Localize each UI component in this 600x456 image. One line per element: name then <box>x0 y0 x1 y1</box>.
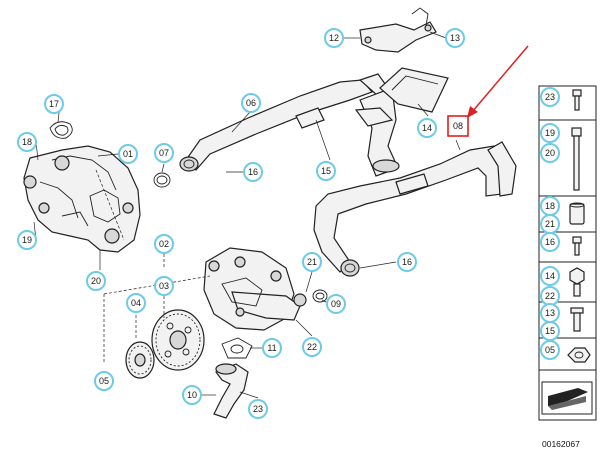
plate-14-part <box>379 67 449 113</box>
callout-21[interactable]: 21 <box>302 252 322 272</box>
callout-12[interactable]: 12 <box>324 28 344 48</box>
gasket-11-part <box>221 337 253 359</box>
pipe-08-part <box>313 141 517 273</box>
highlight-label-text: 08 <box>453 121 463 131</box>
callout-17-label: 17 <box>49 99 59 109</box>
callout-12-label: 12 <box>329 33 339 43</box>
callout-16-lower[interactable]: 16 <box>397 252 417 272</box>
callout-03[interactable]: 03 <box>154 276 174 296</box>
callout-20[interactable]: 20 <box>86 271 106 291</box>
direction-arrow-icon <box>541 381 593 415</box>
flange-bolt-icon <box>570 307 584 332</box>
callout-14[interactable]: 14 <box>417 118 437 138</box>
callout-01-label: 01 <box>123 149 133 159</box>
callout-16-lower-label: 16 <box>402 257 412 267</box>
hex-nut-icon <box>567 347 591 363</box>
panel-item-18-21[interactable]: 18 21 <box>540 196 585 234</box>
callout-19[interactable]: 19 <box>17 230 37 250</box>
panel-item-23-label: 23 <box>545 92 555 102</box>
callout-11-label: 11 <box>267 343 276 353</box>
callout-17[interactable]: 17 <box>44 94 64 114</box>
o-ring-09-part <box>312 289 328 303</box>
callout-10-label: 10 <box>187 390 197 400</box>
panel-item-05[interactable]: 05 <box>540 340 591 363</box>
panel-item-18-label: 18 <box>545 201 555 211</box>
callout-01[interactable]: 01 <box>118 144 138 164</box>
callout-09-label: 09 <box>331 299 341 309</box>
callouts: 17 18 01 19 20 06 07 16 15 12 13 14 02 0… <box>17 28 465 419</box>
oil-strainer-part <box>354 87 400 177</box>
panel-item-16[interactable]: 16 <box>540 232 582 256</box>
bolt-long-icon <box>571 127 582 191</box>
callout-15[interactable]: 15 <box>316 161 336 181</box>
hardware-panel: 23 19 20 18 21 <box>538 85 597 421</box>
callout-03-label: 03 <box>159 281 169 291</box>
screw-icon <box>572 236 582 256</box>
pipe-06-part <box>179 73 389 172</box>
o-ring-07-part <box>153 172 171 188</box>
callout-06-label: 06 <box>246 98 256 108</box>
callout-20-label: 20 <box>91 276 101 286</box>
callout-07[interactable]: 07 <box>154 143 174 163</box>
callout-05[interactable]: 05 <box>94 371 114 391</box>
gear-03-part <box>151 309 205 371</box>
callout-22-label: 22 <box>307 342 317 352</box>
callout-16-upper-label: 16 <box>248 167 258 177</box>
panel-item-19-label: 19 <box>545 128 555 138</box>
callout-19-label: 19 <box>22 235 32 245</box>
callout-13[interactable]: 13 <box>445 28 465 48</box>
panel-item-19-20[interactable]: 19 20 <box>540 123 582 191</box>
oil-pump-part <box>203 247 307 331</box>
callout-23[interactable]: 23 <box>248 399 268 419</box>
panel-item-15-label: 15 <box>545 326 555 336</box>
panel-item-20-label: 20 <box>545 148 555 158</box>
callout-06[interactable]: 06 <box>241 93 261 113</box>
panel-item-16-label: 16 <box>545 237 555 247</box>
document-id: 00162067 <box>542 439 580 449</box>
panel-item-05-label: 05 <box>545 345 555 355</box>
callout-07-label: 07 <box>159 148 169 158</box>
panel-item-13-label: 13 <box>545 308 555 318</box>
callout-15-label: 15 <box>321 166 331 176</box>
callout-14-label: 14 <box>422 123 432 133</box>
callout-10[interactable]: 10 <box>182 385 202 405</box>
callout-18-label: 18 <box>22 137 32 147</box>
pipe-10-part <box>213 363 249 419</box>
highlight-label-08[interactable]: 08 <box>447 115 469 137</box>
callout-05-label: 05 <box>99 376 109 386</box>
engine-housing-part <box>23 145 141 253</box>
panel-item-21-label: 21 <box>545 219 555 229</box>
callout-21-label: 21 <box>307 257 317 267</box>
grommet-16b-part <box>340 259 360 277</box>
highlight-arrow <box>467 45 529 118</box>
callout-04[interactable]: 04 <box>126 293 146 313</box>
callout-02-label: 02 <box>159 239 169 249</box>
callout-04-label: 04 <box>131 298 141 308</box>
panel-item-22-label: 22 <box>545 291 555 301</box>
callout-18[interactable]: 18 <box>17 132 37 152</box>
sprocket-04-part <box>125 341 155 379</box>
panel-item-23[interactable]: 23 <box>540 87 582 111</box>
callout-16-upper[interactable]: 16 <box>243 162 263 182</box>
panel-item-14-label: 14 <box>545 271 555 281</box>
callout-13-label: 13 <box>450 33 460 43</box>
callout-11[interactable]: 11 <box>262 338 282 358</box>
hex-bolt-icon <box>569 267 585 297</box>
bracket-12-part <box>359 7 437 53</box>
gasket-17-part <box>49 121 73 139</box>
callout-23-label: 23 <box>253 404 263 414</box>
panel-item-13-15[interactable]: 13 15 <box>540 303 584 341</box>
callout-22[interactable]: 22 <box>302 337 322 357</box>
callout-09[interactable]: 09 <box>326 294 346 314</box>
sleeve-icon <box>569 202 585 225</box>
callout-02[interactable]: 02 <box>154 234 174 254</box>
bolt-short-icon <box>572 89 582 111</box>
